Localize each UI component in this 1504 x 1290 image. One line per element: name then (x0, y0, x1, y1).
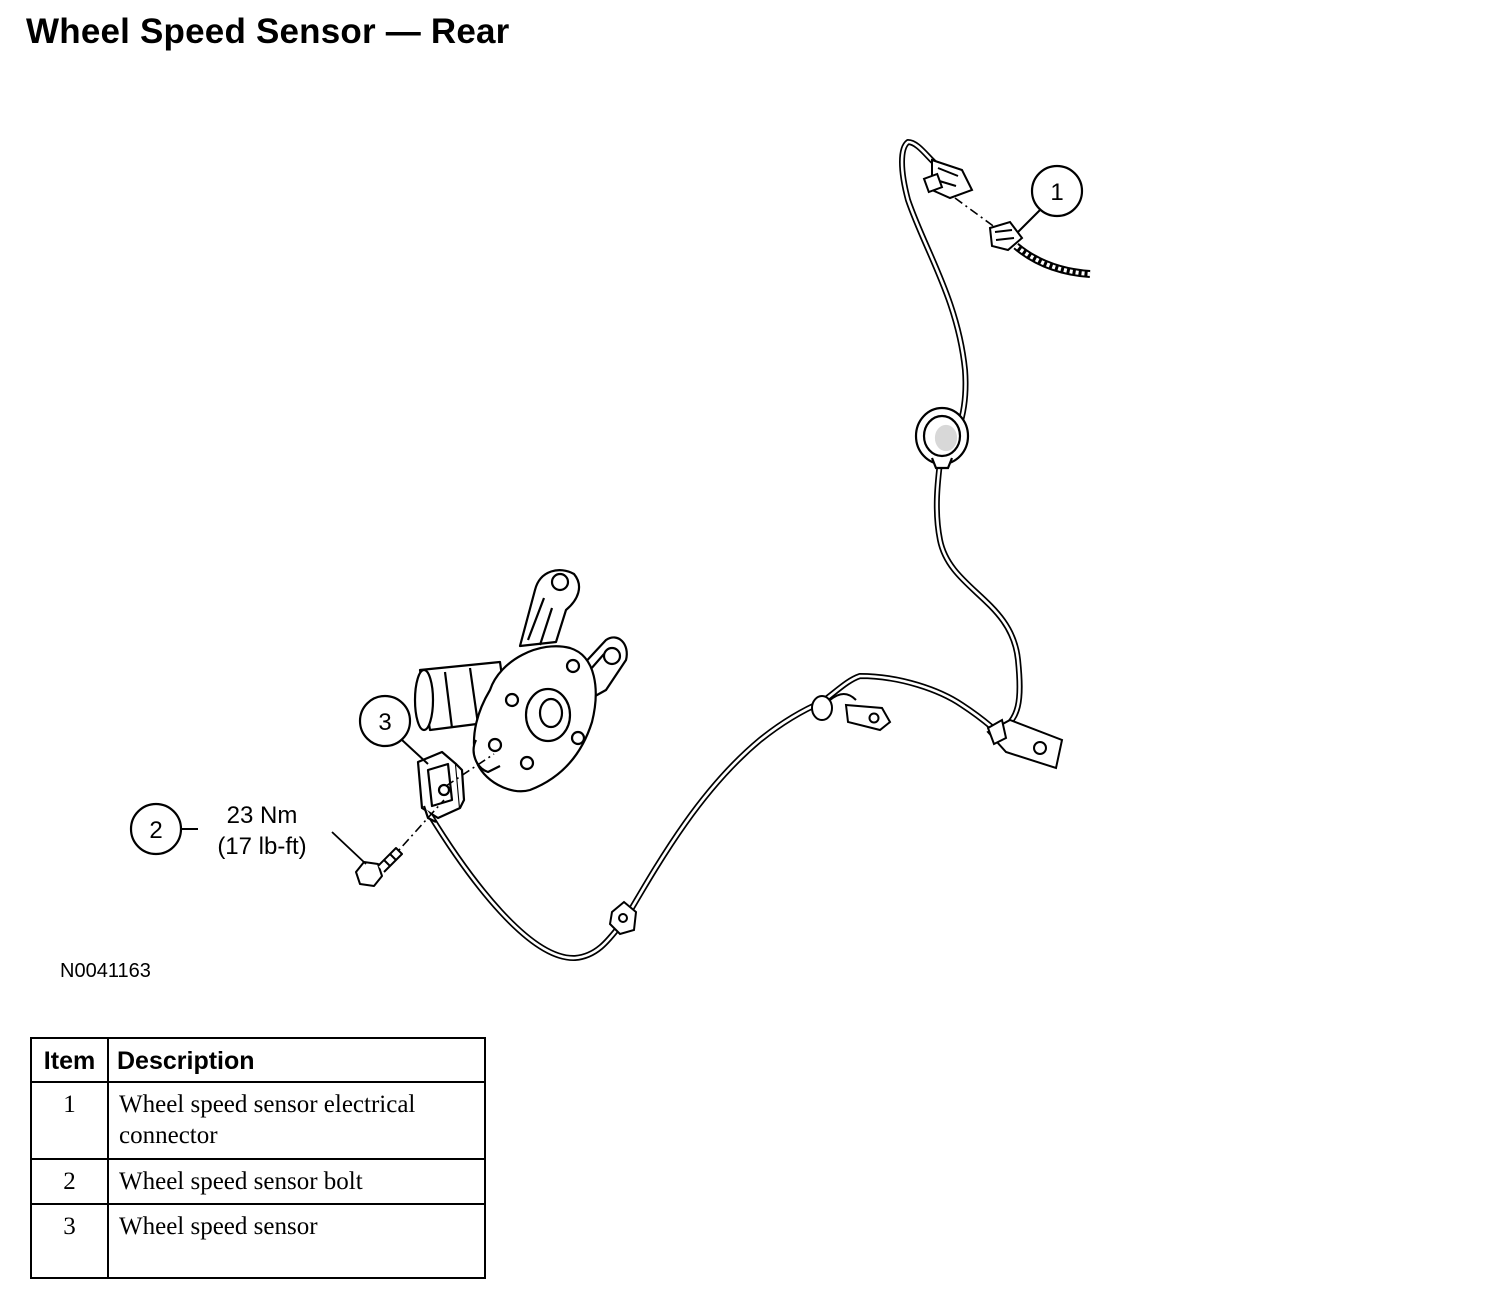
harness-clip-lower (608, 900, 638, 936)
harness-grommet (914, 406, 970, 470)
callout-1: 1 (1017, 164, 1084, 233)
vehicle-harness-cable (1013, 242, 1091, 278)
table-row: 3 Wheel speed sensor (30, 1203, 486, 1279)
harness-clip-middle (811, 693, 892, 732)
item-number: 1 (30, 1081, 109, 1160)
wheel-speed-sensor (416, 750, 466, 823)
callout-2: 2 (129, 802, 367, 865)
vehicle-harness-connector (988, 220, 1024, 252)
column-header-description: Description (107, 1037, 486, 1083)
sensor-harness-cable (427, 139, 1023, 962)
column-header-item: Item (30, 1037, 109, 1083)
callout-2-number: 2 (149, 817, 162, 844)
item-description: Wheel speed sensor bolt (107, 1158, 486, 1205)
item-number: 3 (30, 1203, 109, 1279)
rear-knuckle-hub (413, 569, 628, 793)
connector-alignment-line (954, 197, 997, 229)
callout-3: 3 (358, 694, 429, 765)
torque-spec-metric: 23 Nm (227, 802, 298, 829)
parts-table: Item Description 1 Wheel speed sensor el… (30, 1037, 486, 1279)
torque-spec-imperial: (17 lb-ft) (217, 833, 306, 860)
item-description: Wheel speed sensor (107, 1203, 486, 1279)
harness-bracket-right (986, 718, 1064, 770)
page-title: Wheel Speed Sensor — Rear (26, 12, 510, 51)
callout-1-number: 1 (1050, 179, 1063, 206)
table-row: 1 Wheel speed sensor electrical connecto… (30, 1081, 486, 1160)
table-header-row: Item Description (30, 1037, 486, 1083)
figure-id: N0041163 (60, 960, 151, 982)
sensor-bolt (355, 847, 403, 887)
item-number: 2 (30, 1158, 109, 1205)
upper-harness-connector (922, 158, 974, 200)
service-illustration: 1 3 2 23 Nm (17 lb-ft) N0041163 (60, 139, 1091, 982)
table-row: 2 Wheel speed sensor bolt (30, 1158, 486, 1205)
callout-3-number: 3 (378, 709, 391, 736)
item-description: Wheel speed sensor electrical connector (107, 1081, 486, 1160)
